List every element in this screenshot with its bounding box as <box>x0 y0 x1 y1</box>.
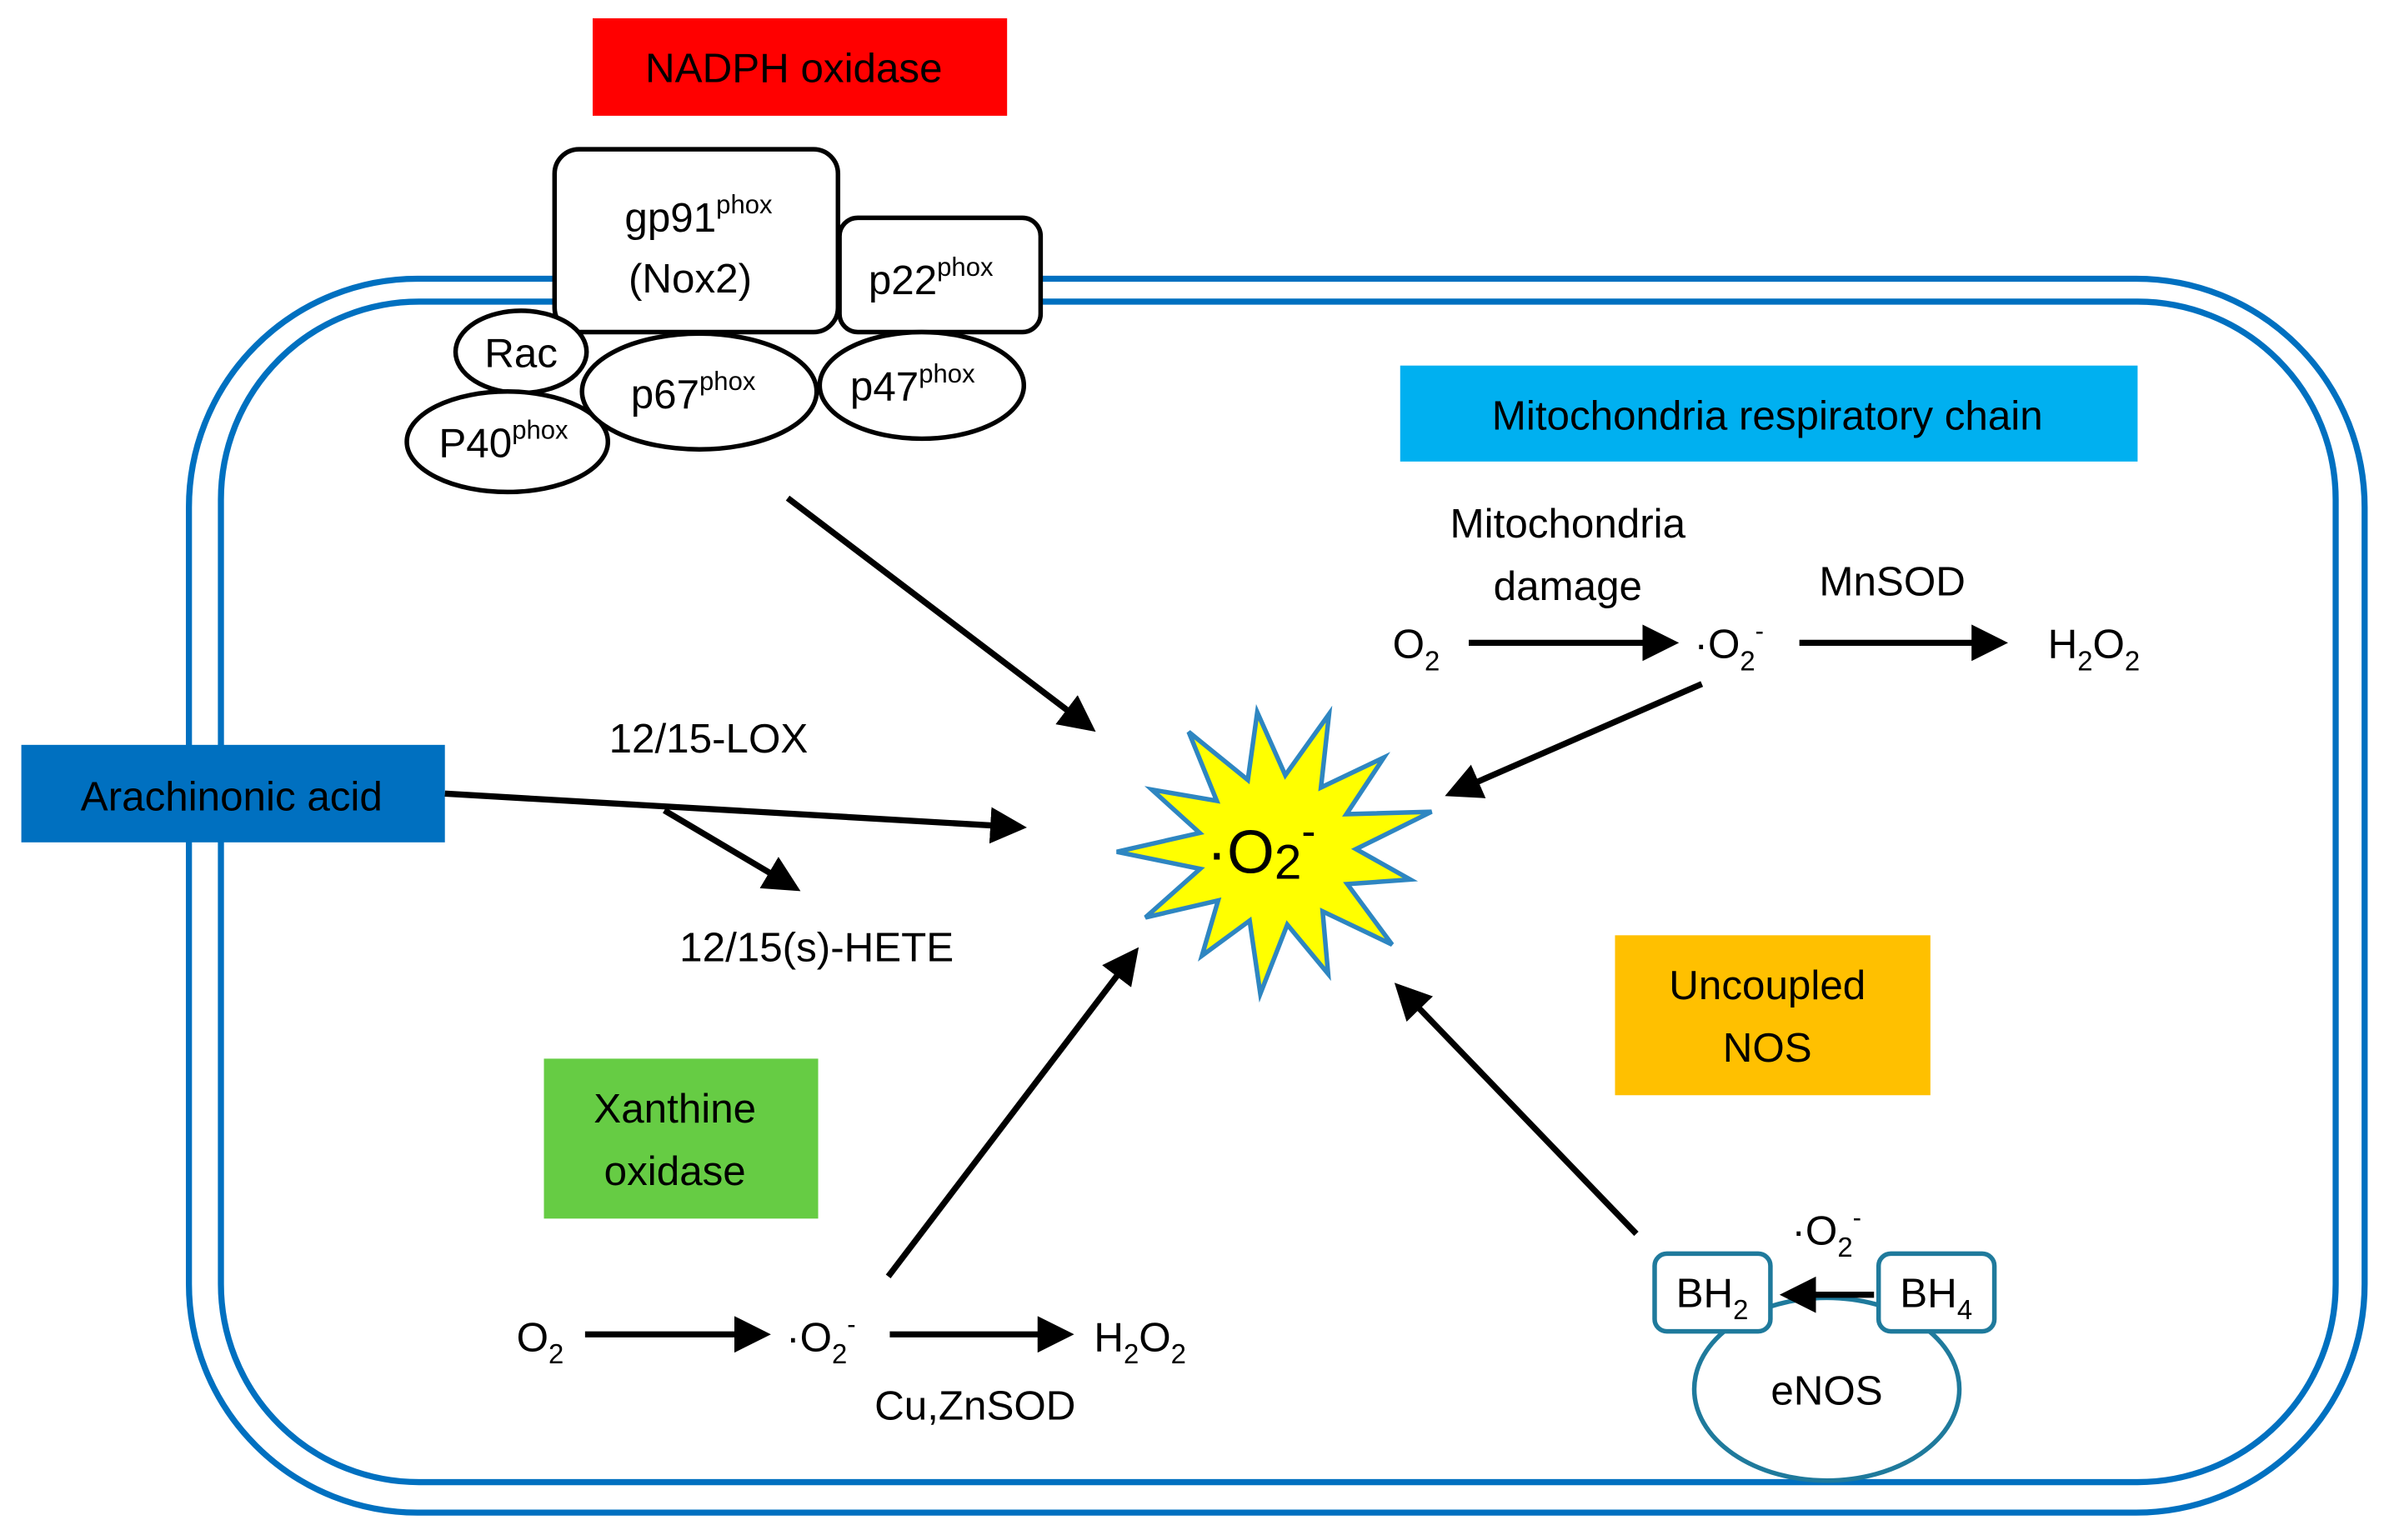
nos-label-line2: NOS <box>1723 1025 1812 1071</box>
mito-o2: O2 <box>1393 622 1440 677</box>
mnsod-label: MnSOD <box>1819 559 1965 605</box>
xanthine-label-line2: oxidase <box>604 1148 746 1194</box>
nos-label-line1: Uncoupled <box>1669 962 1866 1008</box>
central-superoxide-label: ·O2- <box>1207 807 1316 889</box>
arrow-mito-to-superoxide <box>1445 681 1704 798</box>
cuznsod-label: Cu,ZnSOD <box>874 1383 1075 1429</box>
p47-label: p47phox <box>850 359 975 410</box>
arrow-arachidonic-to-superoxide <box>444 790 1027 844</box>
bh2-box <box>1652 1251 1773 1334</box>
mito-superoxide: ·O2- <box>1695 617 1764 677</box>
nox2-label: (Nox2) <box>629 256 752 302</box>
arachidonic-acid-label: Arachinonic acid <box>81 773 383 819</box>
mito-h2o2: H2O2 <box>2048 622 2141 677</box>
bh4-box <box>1876 1251 1997 1334</box>
xanthine-superoxide: ·O2- <box>786 1309 855 1369</box>
cell-membrane-inner <box>218 298 2339 1486</box>
cell-membrane-outer <box>185 275 2368 1516</box>
p22-label: p22phox <box>869 252 994 303</box>
uncoupled-nos-label-box <box>1615 935 1931 1096</box>
mitochondria-label: Mitochondria respiratory chain <box>1492 392 2043 438</box>
nadph-oxidase-complex: gp91phox (Nox2) p22phox Rac P40phox p67p… <box>404 147 1044 495</box>
p40-subunit <box>404 389 611 495</box>
nadph-oxidase-label-box <box>593 18 1008 116</box>
nadph-oxidase-label: NADPH oxidase <box>645 46 943 92</box>
bh4-label: BH4 <box>1900 1270 1972 1325</box>
arrow-nadph-to-superoxide <box>785 495 1096 732</box>
arrow-xanthine-to-superoxide <box>885 947 1139 1278</box>
nos-superoxide: ·O2- <box>1792 1202 1861 1262</box>
lox-label: 12/15-LOX <box>609 716 809 762</box>
xanthine-o2: O2 <box>517 1314 564 1369</box>
hete-label: 12/15(s)-HETE <box>679 924 954 970</box>
p67-subunit <box>579 331 819 452</box>
arachidonic-acid-label-box <box>21 744 445 842</box>
mitochondria-label-box <box>1400 365 2138 462</box>
rac-label: Rac <box>484 331 558 377</box>
bh2-label: BH2 <box>1676 1270 1749 1325</box>
arrow-nos-to-superoxide <box>1394 982 1639 1237</box>
enos-label: eNOS <box>1770 1368 1882 1413</box>
p47-subunit <box>817 329 1027 442</box>
xanthine-oxidase-label-box <box>543 1058 819 1219</box>
superoxide-burst-icon <box>1116 703 1433 1003</box>
mito-damage-line2: damage <box>1494 563 1642 609</box>
gp91-label: gp91phox <box>624 190 773 241</box>
p67-label: p67phox <box>631 367 756 418</box>
xanthine-label-line1: Xanthine <box>593 1086 756 1132</box>
xanthine-h2o2: H2O2 <box>1094 1314 1186 1369</box>
arrow-to-hete <box>663 808 801 892</box>
mito-damage-line1: Mitochondria <box>1450 501 1686 547</box>
p40-label: P40phox <box>438 415 568 466</box>
